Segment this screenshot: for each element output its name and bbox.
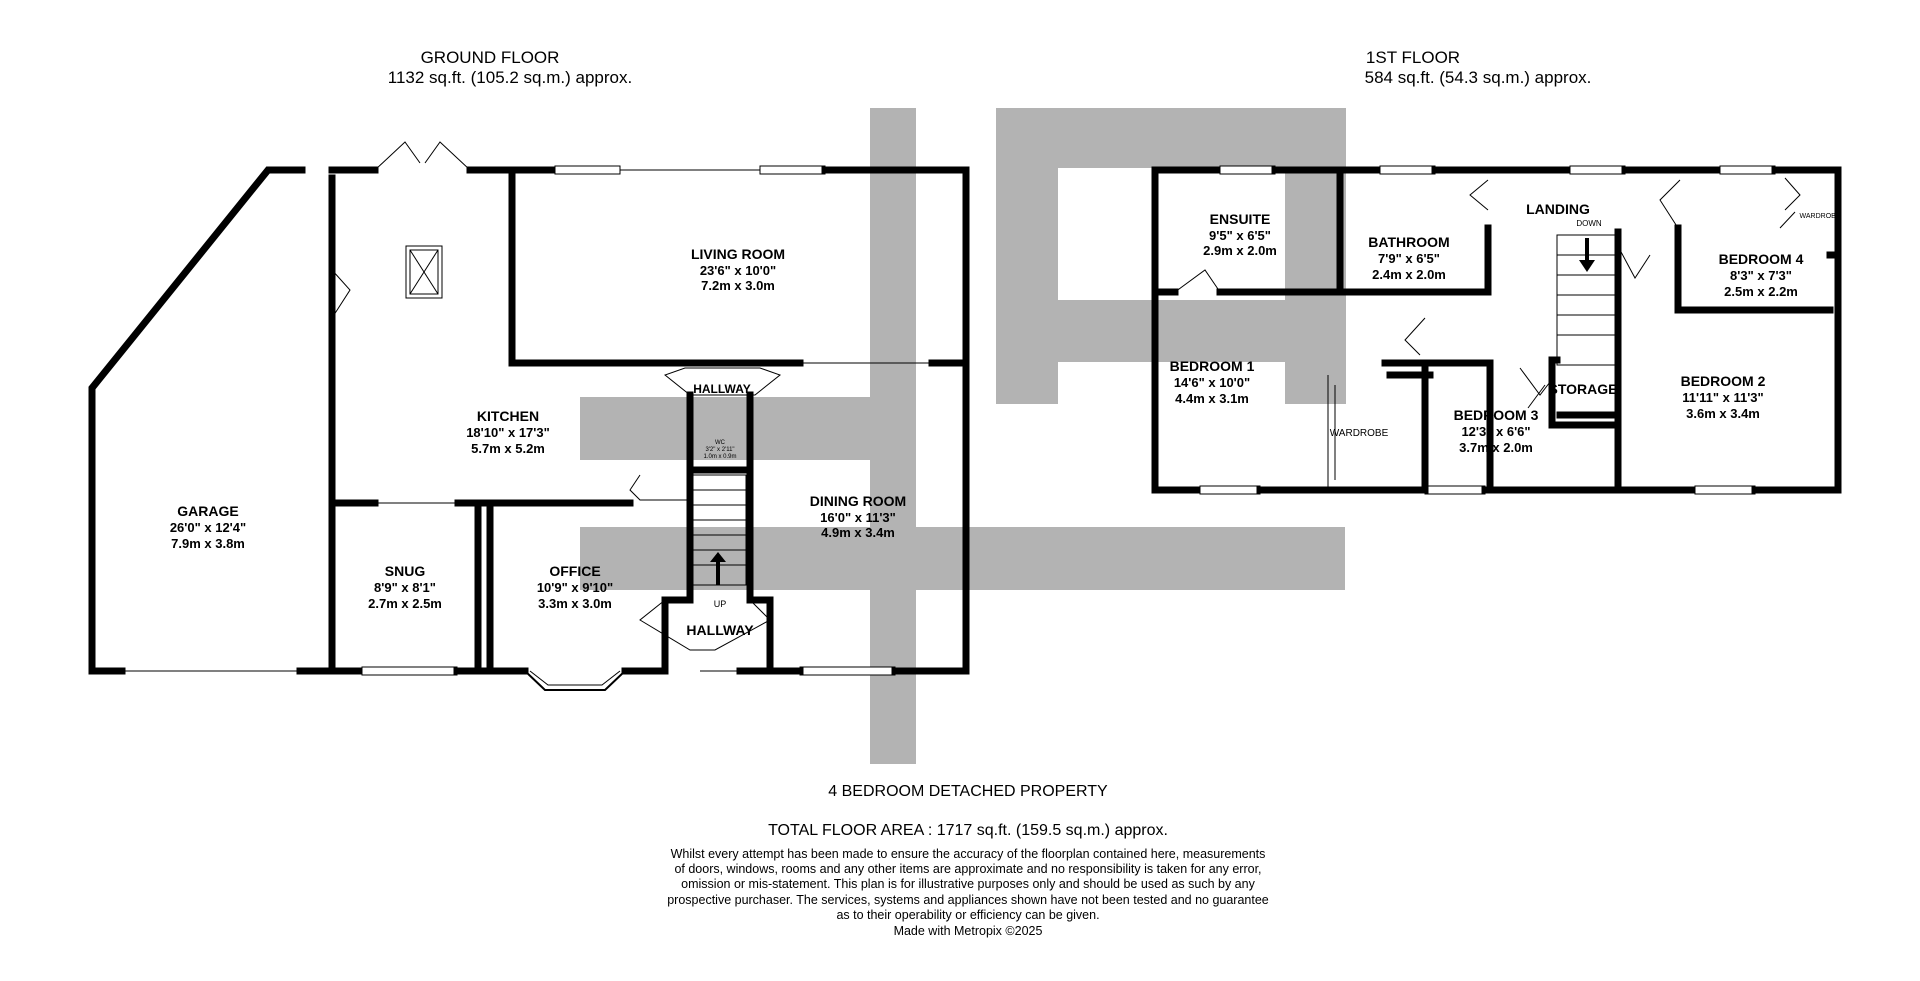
storage-name: STORAGE [1549, 381, 1618, 397]
garage-dim-imperial: 26'0" x 12'4" [170, 520, 246, 535]
ground-floor-title: GROUND FLOOR [421, 48, 560, 67]
ensuite-dim-imperial: 9'5" x 6'5" [1209, 228, 1271, 243]
living-room-name: LIVING ROOM [691, 246, 785, 262]
wc-name: WC [715, 440, 726, 446]
office-dim-imperial: 10'9" x 9'10" [537, 580, 613, 595]
landing-window [1569, 165, 1626, 175]
dining-room-dim-imperial: 16'0" x 11'3" [820, 510, 896, 525]
first-floor-area: 584 sq.ft. (54.3 sq.m.) approx. [1365, 68, 1592, 87]
living-room-dim-metric: 7.2m x 3.0m [701, 278, 775, 293]
snug-name: SNUG [385, 563, 426, 579]
dining-room-dim-metric: 4.9m x 3.4m [821, 525, 895, 540]
bedroom2-dim-metric: 3.6m x 3.4m [1686, 406, 1760, 421]
bedroom4-dim-metric: 2.5m x 2.2m [1724, 284, 1798, 299]
bedroom4-window [1719, 165, 1776, 175]
bedroom2-name: BEDROOM 2 [1681, 373, 1766, 389]
disclaimer-line-1: Whilst every attempt has been made to en… [671, 847, 1266, 861]
wardrobe-label: WARDROBE [1330, 428, 1389, 439]
hallway-inner-name: HALLWAY [693, 382, 751, 396]
wardrobe-small-label: WARDROBE [1800, 213, 1841, 220]
snug-dim-imperial: 8'9" x 8'1" [374, 580, 436, 595]
living-window-2 [759, 165, 826, 175]
stairs-up-label: UP [714, 599, 727, 609]
kitchen-name: KITCHEN [477, 408, 539, 424]
stairs-down [1556, 234, 1618, 366]
bedroom3-dim-imperial: 12'3" x 6'6" [1461, 424, 1530, 439]
snug-window [361, 666, 458, 676]
ensuite-window [1219, 165, 1276, 175]
snug-dim-metric: 2.7m x 2.5m [368, 596, 442, 611]
office-dim-metric: 3.3m x 3.0m [538, 596, 612, 611]
bedroom1-dim-imperial: 14'6" x 10'0" [1174, 375, 1250, 390]
dining-room-name: DINING ROOM [810, 493, 906, 509]
stairs-up [689, 474, 747, 586]
bedroom3-dim-metric: 3.7m x 2.0m [1459, 440, 1533, 455]
office-name: OFFICE [549, 563, 600, 579]
bedroom4-dim-imperial: 8'3" x 7'3" [1730, 268, 1792, 283]
disclaimer-line-5: as to their operability or efficiency ca… [836, 908, 1099, 922]
hallway-front-name: HALLWAY [686, 622, 754, 638]
bedroom1-dim-metric: 4.4m x 3.1m [1175, 391, 1249, 406]
stairs-down-label: DOWN [1576, 219, 1602, 228]
footer: 4 BEDROOM DETACHED PROPERTY TOTAL FLOOR … [667, 783, 1269, 938]
watermark-logo [580, 108, 1346, 764]
french-doors [374, 141, 471, 171]
bedroom3-name: BEDROOM 3 [1454, 407, 1539, 423]
bay-window [524, 670, 626, 691]
disclaimer-line-3: omission or mis-statement. This plan is … [681, 877, 1255, 891]
kitchen-dim-metric: 5.7m x 5.2m [471, 441, 545, 456]
living-window-1 [554, 165, 621, 175]
landing-name: LANDING [1526, 201, 1590, 217]
bedroom3-window [1424, 485, 1486, 495]
ensuite-name: ENSUITE [1210, 211, 1271, 227]
ground-floor-plan [88, 141, 970, 691]
bathroom-dim-metric: 2.4m x 2.0m [1372, 267, 1446, 282]
bathroom-dim-imperial: 7'9" x 6'5" [1378, 251, 1440, 266]
disclaimer-line-4: prospective purchaser. The services, sys… [667, 893, 1269, 907]
wc-dim-metric: 1.0m x 0.9m [703, 454, 736, 460]
garage-name: GARAGE [177, 503, 238, 519]
first-floor-labels: 1ST FLOOR 584 sq.ft. (54.3 sq.m.) approx… [1170, 48, 1841, 455]
bedroom1-window [1199, 485, 1261, 495]
ground-floor-area: 1132 sq.ft. (105.2 sq.m.) approx. [388, 68, 632, 87]
kitchen-dim-imperial: 18'10" x 17'3" [466, 425, 550, 440]
first-floor-plan [1151, 165, 1842, 495]
dining-window [799, 666, 896, 676]
first-floor-title: 1ST FLOOR [1366, 48, 1460, 67]
bathroom-name: BATHROOM [1368, 234, 1449, 250]
credit-text: Made with Metropix ©2025 [894, 924, 1043, 938]
disclaimer-line-2: of doors, windows, rooms and any other i… [674, 862, 1261, 876]
garage-walls [88, 166, 306, 675]
bedroom1-name: BEDROOM 1 [1170, 358, 1255, 374]
bathroom-window [1379, 165, 1436, 175]
bedroom2-window [1694, 485, 1756, 495]
skylight-icon [405, 245, 443, 299]
ensuite-dim-metric: 2.9m x 2.0m [1203, 243, 1277, 258]
living-room-dim-imperial: 23'6" x 10'0" [700, 263, 776, 278]
property-title: 4 BEDROOM DETACHED PROPERTY [828, 783, 1108, 800]
ground-floor-labels: GROUND FLOOR 1132 sq.ft. (105.2 sq.m.) a… [170, 48, 906, 638]
bedroom4-name: BEDROOM 4 [1719, 251, 1804, 267]
total-floor-area: TOTAL FLOOR AREA : 1717 sq.ft. (159.5 sq… [768, 822, 1168, 839]
bedroom2-dim-imperial: 11'11" x 11'3" [1682, 390, 1763, 405]
garage-dim-metric: 7.9m x 3.8m [171, 536, 245, 551]
wc-dim-imperial: 3'2" x 2'11" [705, 447, 734, 453]
